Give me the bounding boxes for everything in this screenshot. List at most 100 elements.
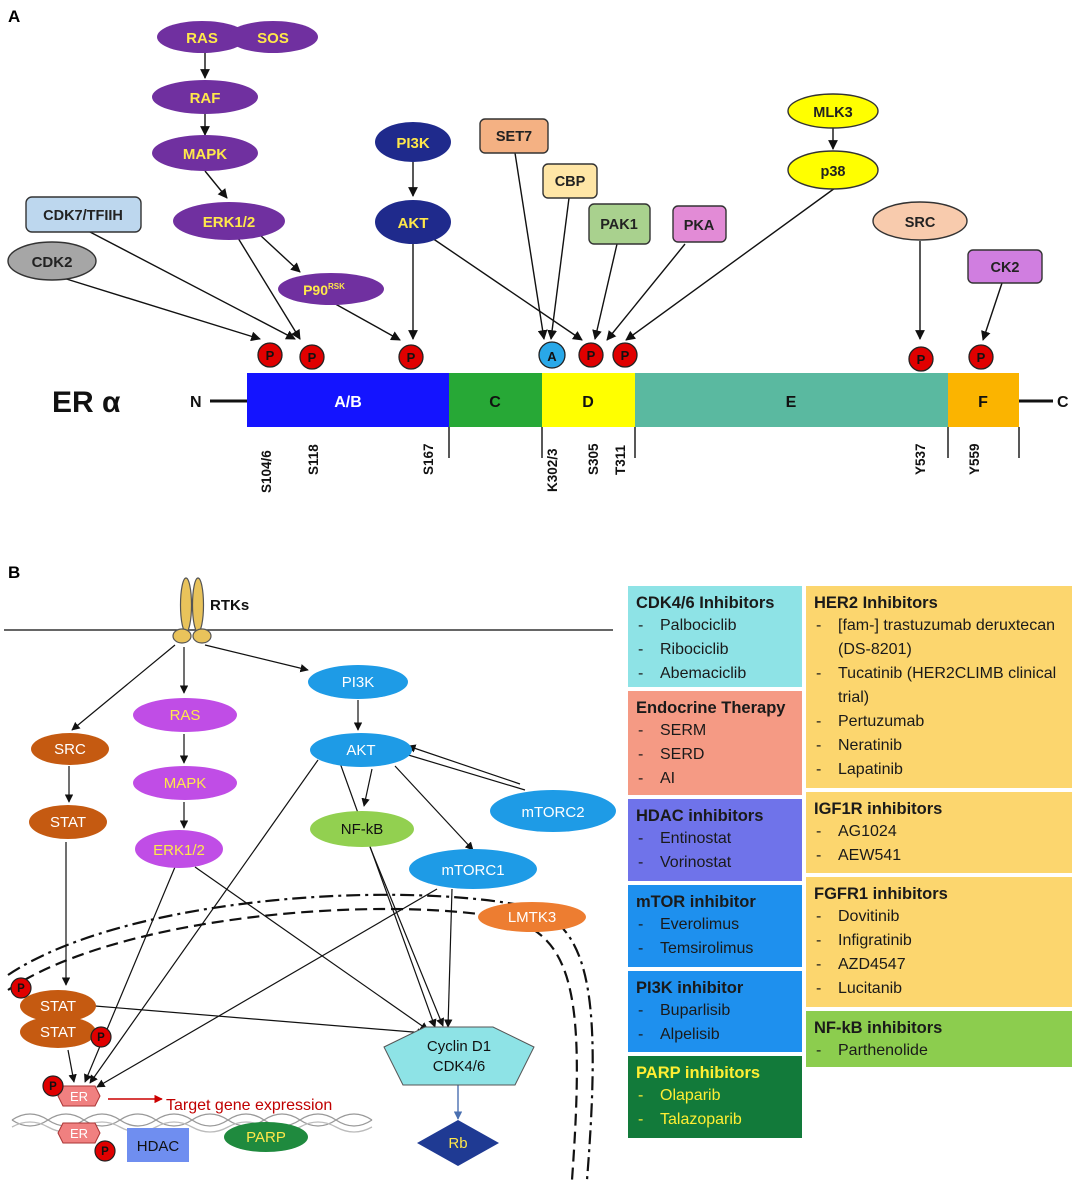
ras-node-b: RAS bbox=[133, 698, 237, 732]
drug-box-parp: PARP inhibitors Olaparib Talazoparib bbox=[628, 1056, 802, 1138]
drug-item: [fam-] trastuzumab deruxtecan (DS-8201) bbox=[814, 614, 1064, 662]
svg-text:F: F bbox=[978, 394, 988, 411]
erk-node: ERK1/2 bbox=[173, 202, 285, 240]
drug-item: Everolimus bbox=[636, 913, 794, 937]
svg-text:P: P bbox=[621, 348, 630, 363]
domain-f bbox=[948, 373, 1019, 427]
drug-box-endocrine: Endocrine Therapy SERM SERD AI bbox=[628, 691, 802, 795]
sos-node: SOS bbox=[228, 21, 318, 53]
erk-node-b: ERK1/2 bbox=[135, 830, 223, 868]
domain-d bbox=[542, 373, 635, 427]
lmtk3-node: LMTK3 bbox=[478, 902, 586, 932]
n-terminus: N bbox=[190, 394, 202, 411]
mapk-node: MAPK bbox=[152, 135, 258, 171]
drug-item: Entinostat bbox=[636, 827, 794, 851]
svg-text:STAT: STAT bbox=[50, 814, 86, 831]
pi3k-node-b: PI3K bbox=[308, 665, 408, 699]
drug-item: SERM bbox=[636, 719, 794, 743]
site-labels: S104/6 S118 S167 K302/3 S305 T311 Y537 Y… bbox=[259, 443, 982, 493]
drug-box-title: Endocrine Therapy bbox=[636, 699, 786, 717]
svg-text:D: D bbox=[582, 394, 594, 411]
drug-box-pi3k: PI3K inhibitor Buparlisib Alpelisib bbox=[628, 971, 802, 1052]
domain-e bbox=[635, 373, 948, 427]
akt-node-a: AKT bbox=[375, 200, 451, 244]
c-terminus: C bbox=[1057, 394, 1069, 411]
svg-text:P: P bbox=[917, 352, 926, 367]
stat-dimer: STAT STAT bbox=[20, 990, 96, 1048]
acetyl-mark-k302: A bbox=[538, 341, 566, 369]
drug-item: Tucatinib (HER2CLIMB clinical trial) bbox=[814, 662, 1064, 710]
svg-text:P: P bbox=[977, 350, 986, 365]
cyclin-cdk-node: Cyclin D1 CDK4/6 bbox=[383, 1026, 535, 1086]
svg-text:P: P bbox=[587, 348, 596, 363]
svg-text:PI3K: PI3K bbox=[342, 674, 375, 691]
svg-text:CDK2: CDK2 bbox=[32, 254, 73, 271]
svg-text:E: E bbox=[786, 394, 797, 411]
svg-text:ER: ER bbox=[70, 1089, 88, 1104]
drug-item: Ribociclib bbox=[636, 638, 794, 662]
svg-text:RAS: RAS bbox=[186, 30, 218, 47]
svg-text:A/B: A/B bbox=[334, 394, 362, 411]
drug-box-title: IGF1R inhibitors bbox=[814, 800, 943, 818]
svg-text:K302/3: K302/3 bbox=[545, 448, 560, 492]
svg-text:p38: p38 bbox=[821, 164, 846, 180]
svg-text:CDK4/6: CDK4/6 bbox=[433, 1058, 486, 1075]
drug-item: Lapatinib bbox=[814, 758, 1064, 782]
svg-text:C: C bbox=[489, 394, 501, 411]
set7-node: SET7 bbox=[479, 118, 549, 154]
cdk7-node: CDK7/TFIIH bbox=[25, 196, 142, 233]
svg-text:CK2: CK2 bbox=[990, 260, 1019, 276]
svg-text:Rb: Rb bbox=[448, 1135, 467, 1152]
domain-c bbox=[449, 373, 542, 427]
drug-box-title: NF-kB inhibitors bbox=[814, 1019, 943, 1037]
drug-item: Dovitinib bbox=[814, 905, 1064, 929]
phospho-mark-s118: P bbox=[299, 344, 325, 370]
svg-text:PARP: PARP bbox=[246, 1129, 286, 1146]
panel-b-nodes: SRC STAT RAS MAPK ERK1/2 PI3K AKT mTORC2… bbox=[20, 665, 616, 1166]
svg-text:STAT: STAT bbox=[40, 1024, 76, 1041]
nuclear-envelope bbox=[7, 893, 594, 1181]
drug-item: Abemaciclib bbox=[636, 662, 794, 686]
svg-text:P: P bbox=[49, 1081, 57, 1093]
parp-node: PARP bbox=[224, 1122, 308, 1152]
panel-a-kinases: RAS SOS RAF MAPK ERK1/2 P90RSK CDK7/TFII… bbox=[7, 21, 1043, 305]
drug-item: Vorinostat bbox=[636, 851, 794, 875]
raf-node: RAF bbox=[152, 80, 258, 114]
mtorc1-node: mTORC1 bbox=[409, 849, 537, 889]
svg-text:ER: ER bbox=[70, 1126, 88, 1141]
svg-text:PAK1: PAK1 bbox=[600, 217, 638, 233]
drug-item: AEW541 bbox=[814, 844, 1064, 868]
drug-box-nfkb: NF-kB inhibitors Parthenolide bbox=[806, 1011, 1072, 1067]
svg-text:S305: S305 bbox=[586, 443, 601, 475]
drug-box-title: PI3K inhibitor bbox=[636, 979, 744, 997]
svg-text:SRC: SRC bbox=[905, 215, 936, 231]
svg-text:Y559: Y559 bbox=[967, 443, 982, 475]
svg-text:S118: S118 bbox=[306, 444, 321, 475]
drug-item: Infigratinib bbox=[814, 929, 1064, 953]
site-ticks bbox=[448, 427, 1020, 458]
svg-text:Cyclin D1: Cyclin D1 bbox=[427, 1038, 491, 1055]
svg-text:mTORC2: mTORC2 bbox=[521, 804, 584, 821]
phospho-mark-y537: P bbox=[908, 346, 934, 372]
svg-text:ERK1/2: ERK1/2 bbox=[153, 842, 205, 859]
rb-node: Rb bbox=[417, 1120, 499, 1166]
svg-text:HDAC: HDAC bbox=[137, 1138, 180, 1155]
phospho-mark-s305: P bbox=[578, 342, 604, 368]
svg-text:A: A bbox=[547, 349, 557, 364]
svg-text:SRC: SRC bbox=[54, 741, 86, 758]
phospho-mark-t311: P bbox=[612, 342, 638, 368]
drug-box-title: PARP inhibitors bbox=[636, 1064, 761, 1082]
panel-a-label: A bbox=[8, 7, 20, 26]
svg-text:PI3K: PI3K bbox=[396, 135, 430, 152]
svg-text:AKT: AKT bbox=[398, 215, 429, 232]
drug-box-title: FGFR1 inhibitors bbox=[814, 885, 948, 903]
drug-item: Alpelisib bbox=[636, 1023, 794, 1047]
mlk3-node: MLK3 bbox=[787, 93, 879, 129]
drug-box-title: HDAC inhibitors bbox=[636, 807, 764, 825]
svg-text:ERK1/2: ERK1/2 bbox=[203, 214, 256, 231]
nfkb-node: NF-kB bbox=[310, 811, 414, 847]
drug-item: Neratinib bbox=[814, 734, 1064, 758]
drug-item: Temsirolimus bbox=[636, 937, 794, 961]
svg-text:LMTK3: LMTK3 bbox=[508, 909, 556, 926]
